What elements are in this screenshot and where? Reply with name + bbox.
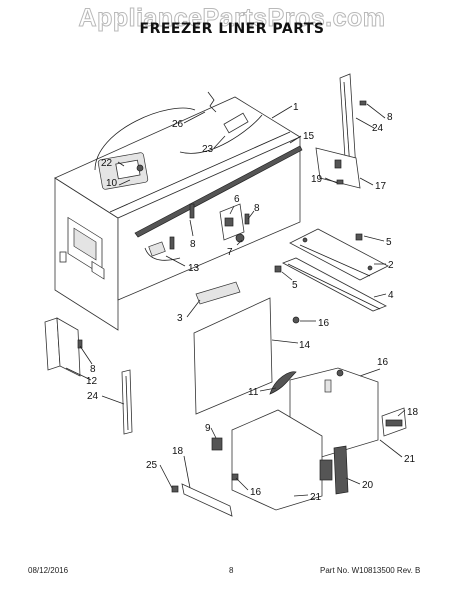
callout-3: 3	[177, 313, 183, 324]
footer-date: 08/12/2016	[28, 566, 69, 575]
callout-labels: 1 2 3 4 5 5 6 7 8 8 8 8 9 10 11 12 13 14…	[86, 102, 419, 503]
callout-16-right: 16	[377, 357, 389, 368]
bracket-24-lower	[121, 369, 133, 435]
callout-12: 12	[86, 376, 98, 387]
callout-14: 14	[299, 340, 311, 351]
page-title: FREEZER LINER PARTS	[139, 21, 325, 37]
handle-3	[195, 281, 241, 305]
callout-22: 22	[101, 158, 113, 169]
callout-26: 26	[172, 119, 184, 130]
callout-18-lower: 18	[172, 446, 184, 457]
callout-2: 2	[388, 260, 394, 271]
callout-25: 25	[146, 460, 158, 471]
watermark: AppliancePartsPros.com	[78, 4, 386, 33]
footer-part-number: Part No. W10813500 Rev. B	[320, 566, 421, 575]
callout-19: 19	[311, 174, 323, 185]
part-20	[333, 445, 349, 495]
callout-20: 20	[362, 480, 374, 491]
part-9	[211, 437, 223, 451]
callout-15: 15	[303, 131, 315, 142]
housing-21-lower	[231, 409, 333, 511]
slide-rail-2	[289, 228, 389, 281]
bracket-12	[44, 317, 81, 377]
freezer-liner	[54, 91, 301, 331]
footer-page-number: 8	[229, 566, 234, 575]
callout-1: 1	[293, 102, 299, 113]
callout-8-center: 8	[254, 203, 260, 214]
loose-screws	[77, 100, 367, 493]
callout-5-lower: 5	[292, 280, 298, 291]
callout-8-box: 8	[190, 239, 196, 250]
callout-9: 9	[205, 423, 211, 434]
callout-16-upper: 16	[318, 318, 330, 329]
callout-18-right: 18	[407, 407, 419, 418]
leader-lines	[65, 103, 406, 497]
callout-4: 4	[388, 290, 394, 301]
rail-4	[282, 257, 387, 312]
callout-23: 23	[202, 144, 214, 155]
callout-24-top: 24	[372, 123, 384, 134]
callout-24-lower: 24	[87, 391, 99, 402]
bracket-17	[315, 147, 361, 189]
callout-7: 7	[227, 247, 233, 258]
callout-16-lower: 16	[250, 487, 262, 498]
callout-5-upper: 5	[386, 237, 392, 248]
callout-10: 10	[106, 178, 118, 189]
harness-13	[144, 241, 181, 261]
callout-17: 17	[375, 181, 387, 192]
bracket-18-lower	[181, 483, 233, 517]
screw-set	[169, 203, 250, 250]
callout-8-left: 8	[90, 364, 96, 375]
callout-6: 6	[234, 194, 240, 205]
callout-21-right: 21	[404, 454, 416, 465]
rail-15	[134, 145, 303, 238]
callout-21-lower: 21	[310, 492, 322, 503]
callout-11: 11	[248, 387, 259, 398]
panel-14	[193, 297, 273, 415]
fan-part-11	[269, 371, 297, 395]
callout-13: 13	[188, 263, 200, 274]
callout-8-top-right: 8	[387, 112, 393, 123]
bracket-18-right	[381, 407, 407, 437]
